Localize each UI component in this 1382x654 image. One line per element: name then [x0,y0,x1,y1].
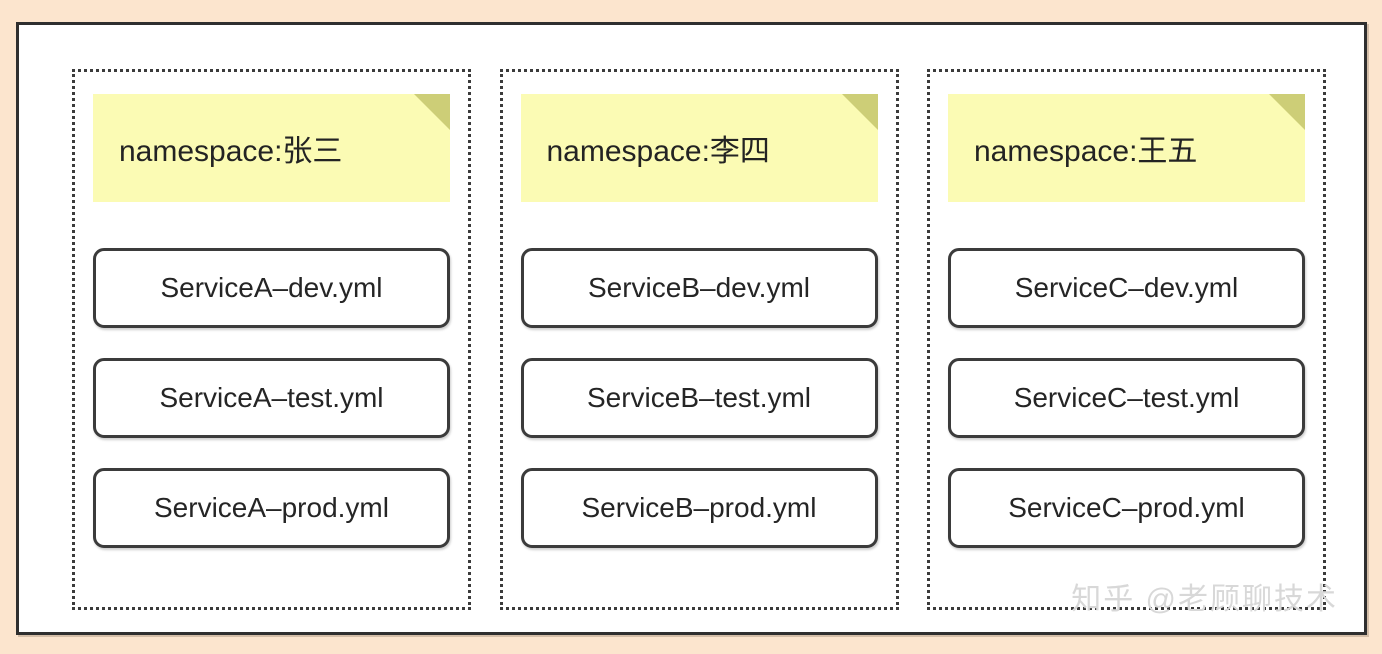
file-card[interactable]: ServiceA–test.yml [93,358,450,438]
sticky-note-namespace-3: namespace:王五 [948,94,1305,202]
namespace-label: namespace:李四 [546,135,770,168]
file-list-1: ServiceA–dev.yml ServiceA–test.yml Servi… [93,248,450,548]
namespace-label: namespace:张三 [119,135,343,168]
file-card[interactable]: ServiceC–test.yml [948,358,1305,438]
page-fold-icon [414,94,450,130]
file-card-label: ServiceC–prod.yml [1008,492,1245,523]
namespace-columns: namespace:张三 ServiceA–dev.yml ServiceA–t… [72,69,1326,610]
file-card-label: ServiceC–test.yml [1013,382,1240,413]
file-card[interactable]: ServiceA–dev.yml [93,248,450,328]
watermark: 知乎 @老顾聊技术 [1071,583,1338,616]
sticky-note-namespace-1: namespace:张三 [93,94,450,202]
file-card-label: ServiceC–dev.yml [1014,272,1239,303]
file-card[interactable]: ServiceC–prod.yml [948,468,1305,548]
file-list-3: ServiceC–dev.yml ServiceC–test.yml Servi… [948,248,1305,548]
file-card-label: ServiceA–test.yml [159,382,384,413]
page-fold-icon [1269,94,1305,130]
file-card-label: ServiceB–test.yml [586,382,812,413]
namespace-column-2: namespace:李四 ServiceB–dev.yml ServiceB–t… [499,69,899,610]
namespace-column-3: namespace:王五 ServiceC–dev.yml ServiceC–t… [927,69,1326,610]
page-fold-icon [841,94,878,130]
file-list-2: ServiceB–dev.yml ServiceB–test.yml Servi… [520,248,878,548]
file-card-label: ServiceA–prod.yml [154,492,389,523]
file-card[interactable]: ServiceA–prod.yml [93,468,450,548]
namespace-label: namespace:王五 [974,135,1198,168]
file-card[interactable]: ServiceB–dev.yml [520,248,878,328]
file-card-label: ServiceB–prod.yml [581,492,817,523]
file-card[interactable]: ServiceB–prod.yml [520,468,878,548]
namespace-column-1: namespace:张三 ServiceA–dev.yml ServiceA–t… [72,69,471,610]
file-card[interactable]: ServiceB–test.yml [520,358,878,438]
file-card[interactable]: ServiceC–dev.yml [948,248,1305,328]
file-card-label: ServiceA–dev.yml [160,272,383,303]
file-card-label: ServiceB–dev.yml [587,272,810,303]
diagram-frame: namespace:张三 ServiceA–dev.yml ServiceA–t… [16,22,1367,635]
sticky-note-namespace-2: namespace:李四 [520,94,878,202]
